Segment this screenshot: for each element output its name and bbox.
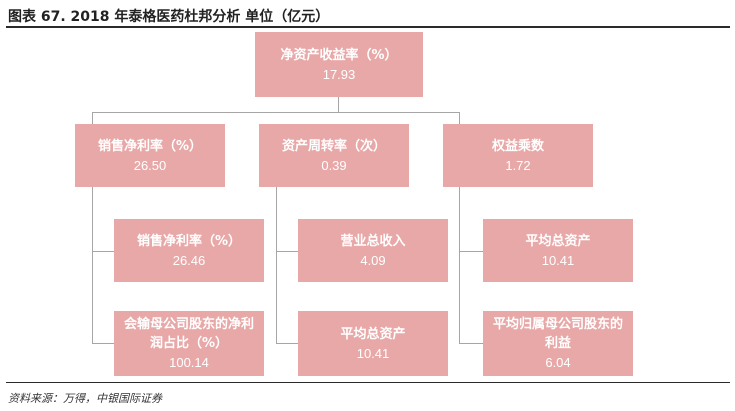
node-asset-turnover-label: 资产周转率（次） (281, 138, 386, 154)
connector-branch2-vertical (276, 187, 277, 343)
source-note: 资料来源：万得，中银国际证券 (8, 392, 162, 405)
connector-branch2-b (276, 343, 298, 344)
node-avg-total-assets-a: 平均总资产 10.41 (298, 311, 448, 376)
node-parent-profit-share-value: 100.14 (169, 355, 209, 370)
connector-l1-left (92, 112, 93, 124)
node-avg-total-assets-a-label: 平均总资产 (340, 326, 406, 342)
node-net-margin-label: 销售净利率（%） (97, 138, 203, 154)
connector-branch2-a (276, 251, 298, 252)
node-roe: 净资产收益率（%） 17.93 (255, 32, 423, 97)
connector-branch1-vertical (92, 187, 93, 343)
node-net-margin-detail-value: 26.46 (172, 252, 206, 268)
connector-level1-bar (92, 112, 459, 113)
node-net-margin-detail: 销售净利率（%） 26.46 (114, 219, 264, 282)
node-roe-label: 净资产收益率（%） (280, 47, 398, 63)
node-net-margin: 销售净利率（%） 26.50 (75, 124, 225, 187)
connector-l1-right (459, 112, 460, 124)
node-equity-multiplier: 权益乘数 1.72 (443, 124, 593, 187)
node-avg-total-assets-b-value: 10.41 (541, 252, 575, 268)
node-equity-multiplier-label: 权益乘数 (491, 138, 544, 154)
node-equity-multiplier-value: 1.72 (505, 157, 531, 173)
node-avg-total-assets-a-value: 10.41 (356, 345, 390, 361)
node-asset-turnover-value: 0.39 (321, 157, 347, 173)
connector-branch1-a (92, 251, 114, 252)
node-net-margin-value: 26.50 (133, 157, 167, 173)
connector-root-down (338, 97, 339, 112)
connector-branch3-vertical (459, 187, 460, 343)
connector-branch1-b (92, 343, 114, 344)
bottom-divider (6, 382, 730, 383)
node-total-revenue-value: 4.09 (360, 252, 386, 268)
node-roe-value: 17.93 (322, 66, 356, 82)
node-avg-parent-equity-label: 平均归属母公司股东的利益 (492, 317, 623, 351)
connector-branch3-a (459, 251, 483, 252)
node-avg-total-assets-b-label: 平均总资产 (525, 233, 591, 249)
node-parent-profit-share-label: 会输母公司股东的净利润占比（%） (123, 317, 254, 351)
node-avg-parent-equity-value: 6.04 (545, 355, 571, 370)
connector-branch3-b (459, 343, 483, 344)
node-parent-profit-share: 会输母公司股东的净利润占比（%） 100.14 (114, 311, 264, 376)
node-avg-parent-equity: 平均归属母公司股东的利益 6.04 (483, 311, 633, 376)
node-asset-turnover: 资产周转率（次） 0.39 (259, 124, 409, 187)
node-net-margin-detail-label: 销售净利率（%） (136, 233, 242, 249)
node-avg-total-assets-b: 平均总资产 10.41 (483, 219, 633, 282)
node-total-revenue-label: 营业总收入 (340, 233, 406, 249)
top-divider (6, 26, 730, 28)
figure-title: 图表 67. 2018 年泰格医药杜邦分析 单位（亿元） (8, 9, 330, 25)
node-total-revenue: 营业总收入 4.09 (298, 219, 448, 282)
